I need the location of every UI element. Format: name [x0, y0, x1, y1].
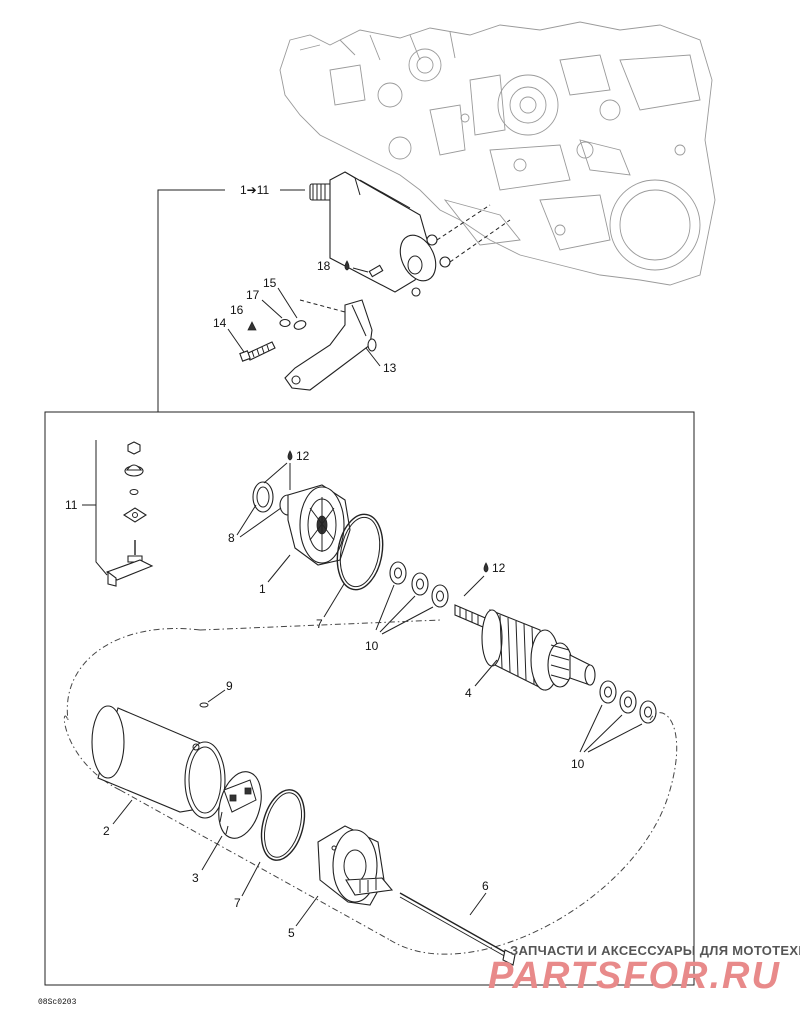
- callout-12-top: 12: [296, 449, 310, 463]
- drive-end-housing: [252, 481, 351, 566]
- support-bracket: [284, 299, 377, 391]
- field-frame: [91, 705, 226, 819]
- commutator-end-housing: [317, 825, 394, 906]
- callout-7-lower: 7: [234, 896, 241, 910]
- callout-15: 15: [263, 276, 277, 290]
- callout-16: 16: [230, 303, 244, 317]
- callout-17: 17: [246, 288, 260, 302]
- callout-4: 4: [465, 686, 472, 700]
- callout-2: 2: [103, 824, 110, 838]
- watermark-brand: PARTSFOR.RU: [488, 955, 781, 997]
- callout-14: 14: [213, 316, 227, 330]
- callout-range-1-11: 1➔11: [240, 183, 270, 197]
- assembly-loop-line: [63, 619, 678, 955]
- callout-12-armature: 12: [492, 561, 506, 575]
- washers-lower: [579, 680, 657, 753]
- callout-3: 3: [192, 871, 199, 885]
- callout-8: 8: [228, 531, 235, 545]
- brush-holder: [218, 771, 262, 839]
- assembly-guide-lines: [299, 204, 511, 313]
- callout-13: 13: [383, 361, 397, 375]
- terminal-kit-parts: [82, 440, 154, 587]
- washers-upper: [375, 561, 449, 635]
- callout-6: 6: [482, 879, 489, 893]
- callout-10-lower: 10: [571, 757, 585, 771]
- starter-assembly-installed: [309, 171, 451, 297]
- oil-drop-icon: [344, 260, 350, 271]
- watermark-tagline: ЗАПЧАСТИ И АКСЕССУАРЫ ДЛЯ МОТОТЕХНИКИ: [510, 943, 800, 958]
- oil-drop-icon: [483, 562, 489, 573]
- callout-5: 5: [288, 926, 295, 940]
- callout-labels: 1➔11 18 15 17 16 14 13 11 12 8 1 7 12 10…: [65, 183, 585, 940]
- callout-9: 9: [226, 679, 233, 693]
- dowel-pin: [199, 702, 209, 708]
- callout-1: 1: [259, 582, 266, 596]
- figure-reference-code: 08Sc0203: [38, 998, 77, 1007]
- callout-7-upper: 7: [316, 617, 323, 631]
- range-leader-line: [157, 189, 305, 412]
- callout-18: 18: [317, 259, 331, 273]
- o-ring-lower: [260, 789, 306, 861]
- detail-frame: [44, 411, 695, 986]
- through-bolt: [399, 892, 516, 966]
- engine-block-outline: [279, 21, 716, 286]
- fastener-hardware: [239, 318, 307, 362]
- armature: [454, 604, 596, 691]
- watermark: ЗАПЧАСТИ И АКСЕССУАРЫ ДЛЯ МОТОТЕХНИКИ PA…: [488, 943, 800, 997]
- callout-11: 11: [65, 498, 78, 512]
- oil-drop-icon: [287, 450, 293, 461]
- callout-10-upper: 10: [365, 639, 379, 653]
- o-ring-upper: [336, 513, 384, 591]
